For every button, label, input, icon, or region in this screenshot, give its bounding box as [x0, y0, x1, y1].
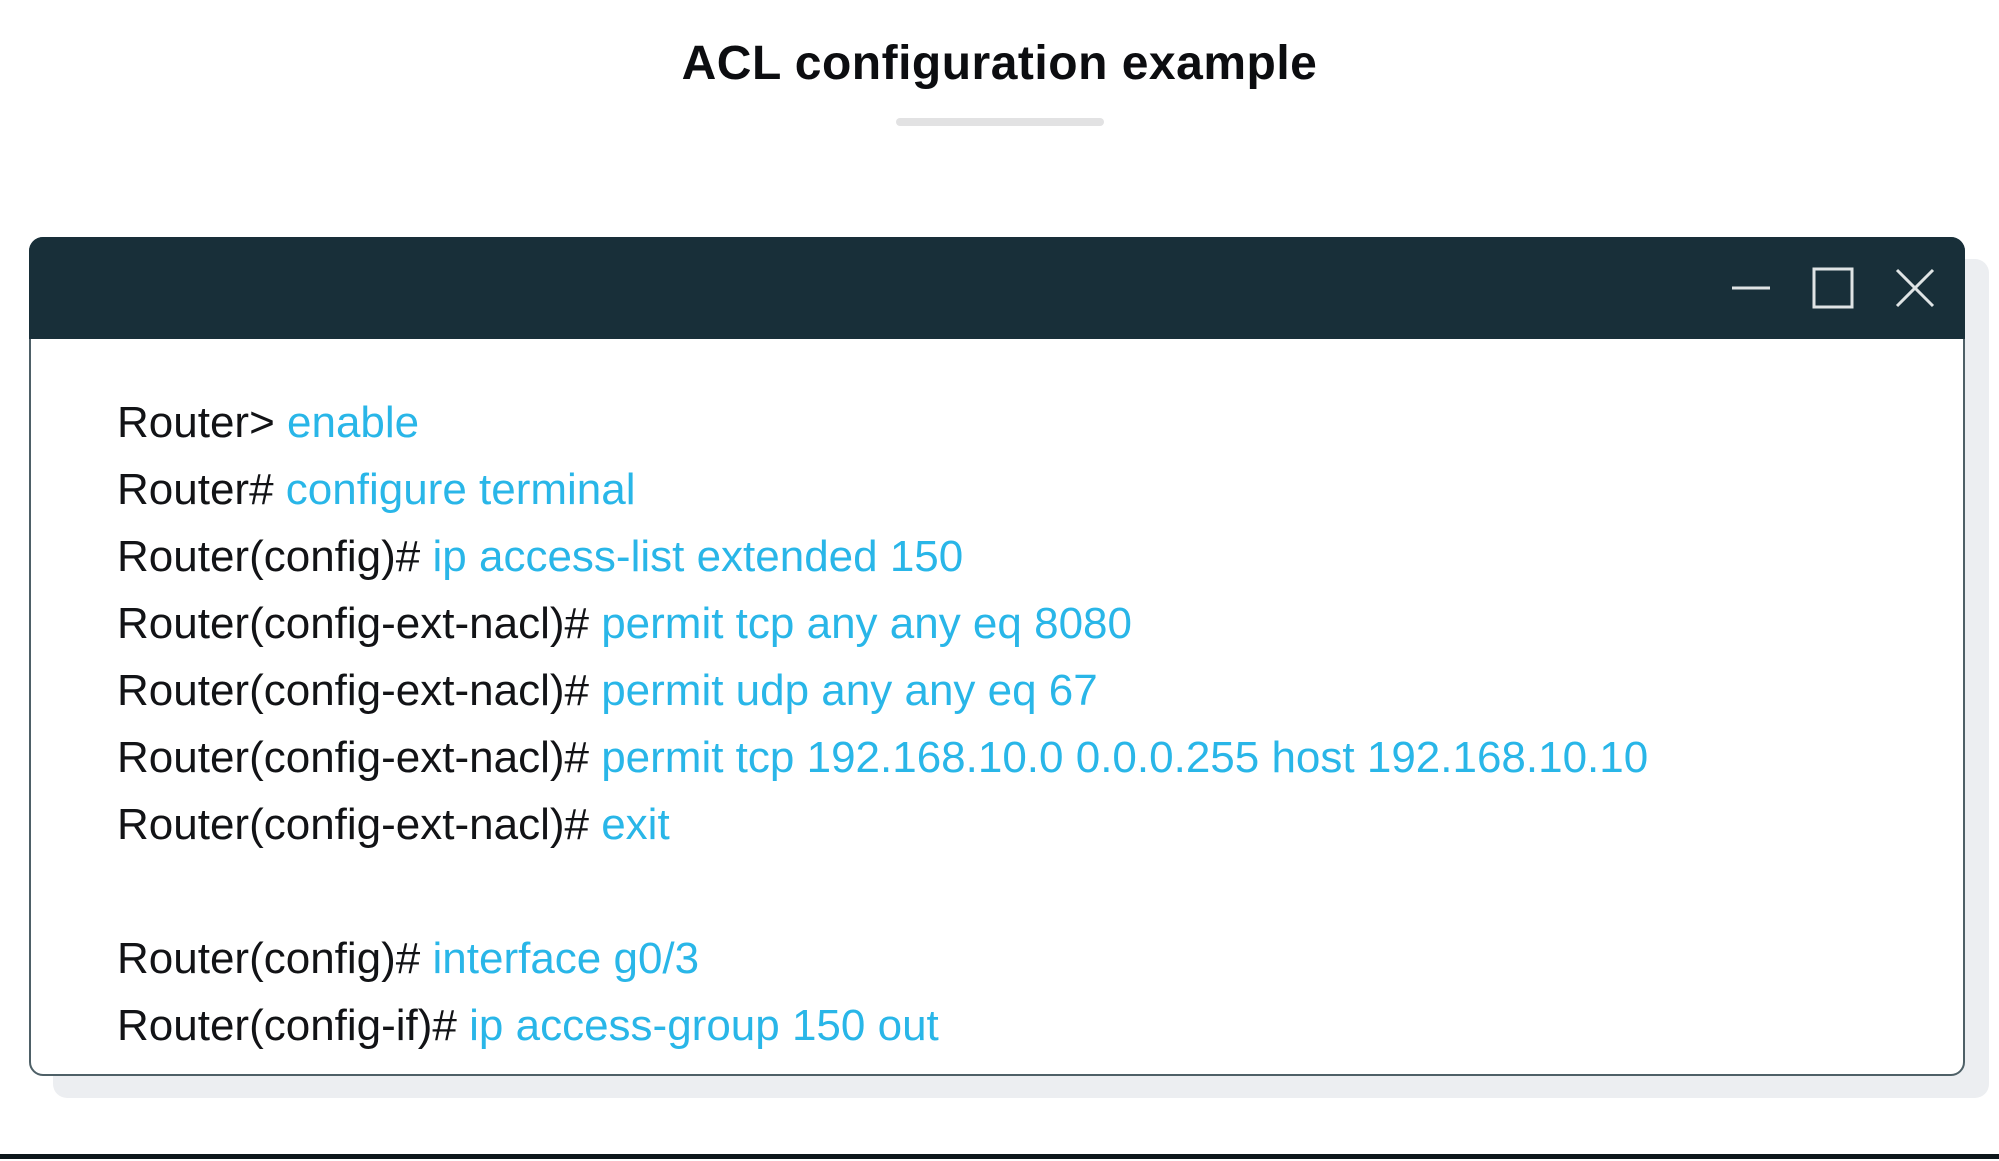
terminal-command: enable — [287, 398, 420, 447]
terminal-command: configure terminal — [285, 465, 636, 514]
terminal-prompt: Router(config-if)# — [117, 1001, 457, 1050]
terminal-prompt: Router> — [117, 398, 275, 447]
terminal-line: Router(config-ext-nacl)# permit tcp 192.… — [117, 724, 1923, 791]
maximize-icon — [1811, 266, 1855, 310]
minimize-button[interactable] — [1729, 266, 1773, 310]
terminal-line: Router(config)# ip access-list extended … — [117, 523, 1923, 590]
maximize-button[interactable] — [1811, 266, 1855, 310]
terminal-command: permit tcp any any eq 8080 — [601, 599, 1132, 648]
bottom-rule — [0, 1154, 1999, 1159]
page-header: ACL configuration example — [0, 36, 1999, 126]
terminal-command: exit — [601, 800, 670, 849]
terminal-prompt: Router(config-ext-nacl)# — [117, 666, 589, 715]
terminal-command: permit udp any any eq 67 — [601, 666, 1098, 715]
terminal-command: ip access-group 150 out — [469, 1001, 939, 1050]
terminal-line: Router(config-ext-nacl)# exit — [117, 791, 1923, 858]
terminal-line: Router(config-ext-nacl)# permit udp any … — [117, 657, 1923, 724]
terminal-command: interface g0/3 — [432, 934, 700, 983]
minimize-icon — [1729, 266, 1773, 310]
terminal-command: ip access-list extended 150 — [432, 532, 964, 581]
page-title: ACL configuration example — [681, 37, 1318, 90]
terminal-line: Router# configure terminal — [117, 456, 1923, 523]
terminal-line: Router(config-if)# ip access-group 150 o… — [117, 992, 1923, 1059]
terminal-line: Router(config-ext-nacl)# permit tcp any … — [117, 590, 1923, 657]
terminal-prompt: Router(config-ext-nacl)# — [117, 733, 589, 782]
terminal-prompt: Router# — [117, 465, 274, 514]
terminal-command: permit tcp 192.168.10.0 0.0.0.255 host 1… — [601, 733, 1649, 782]
terminal-line — [117, 858, 1923, 925]
terminal-line: Router> enable — [117, 389, 1923, 456]
terminal-prompt: Router(config-ext-nacl)# — [117, 599, 589, 648]
terminal-prompt: Router(config)# — [117, 934, 421, 983]
terminal-line: Router(config)# interface g0/3 — [117, 925, 1923, 992]
terminal-prompt: Router(config-ext-nacl)# — [117, 800, 589, 849]
terminal-prompt: Router(config)# — [117, 532, 421, 581]
close-button[interactable] — [1893, 266, 1937, 310]
title-divider — [895, 118, 1104, 126]
window-titlebar — [29, 237, 1965, 339]
close-icon — [1893, 266, 1937, 310]
